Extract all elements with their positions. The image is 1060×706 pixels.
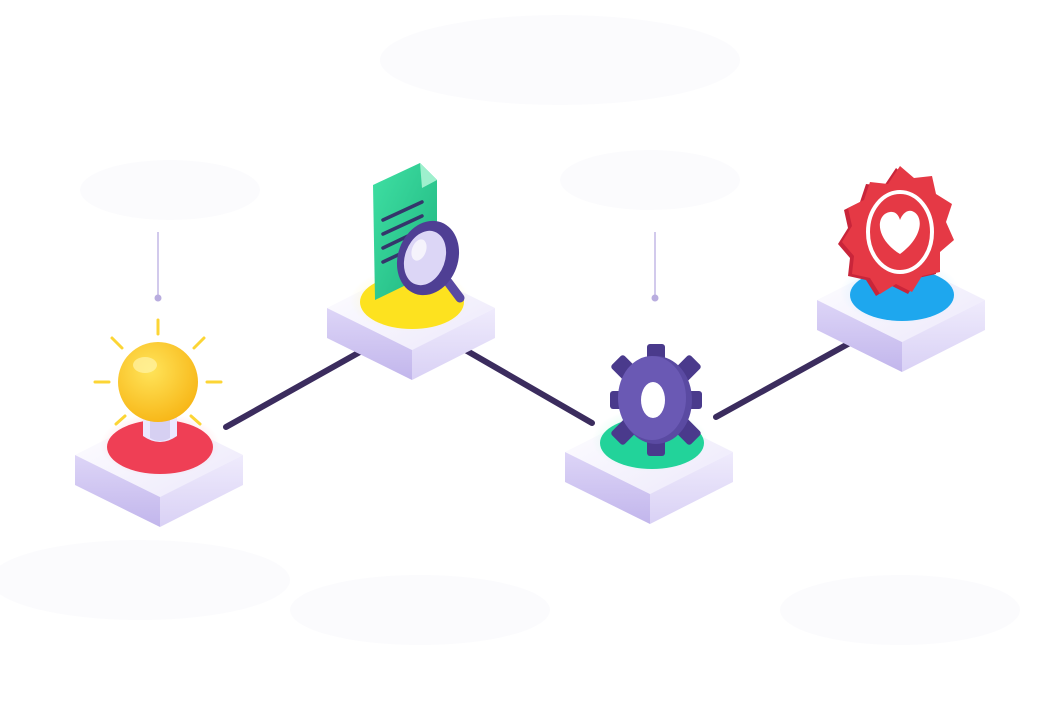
step-3-gear: [565, 344, 733, 524]
step-4-heart-badge: [817, 166, 985, 372]
gear-icon: [610, 344, 702, 456]
lightbulb-icon: [93, 318, 223, 442]
background-shapes: [0, 15, 1020, 645]
connector-2-3: [452, 341, 595, 426]
heart-badge-icon: [838, 166, 954, 296]
pin-marker-2: [651, 232, 659, 302]
red-disc: [107, 420, 213, 474]
step-2-document-search: [327, 163, 495, 380]
connector-1-2: [223, 345, 370, 430]
connectors: [223, 336, 860, 430]
connector-3-4: [713, 336, 860, 420]
step-1-lightbulb: [75, 318, 243, 527]
document-search-icon: [373, 163, 465, 303]
pin-marker-1: [154, 232, 162, 302]
